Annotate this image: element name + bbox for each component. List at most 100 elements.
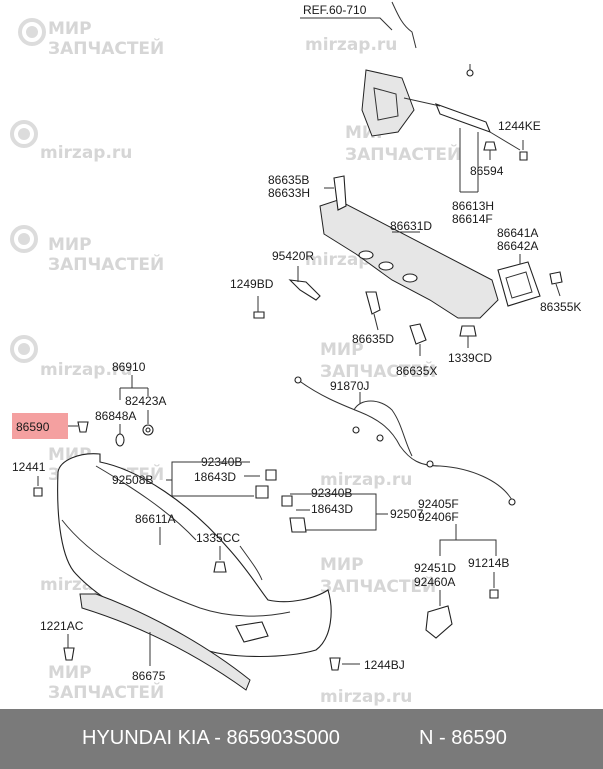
absorber-hole xyxy=(358,250,374,260)
bolt-1249BD-part xyxy=(253,311,265,319)
sensor-95420R-part xyxy=(288,279,321,301)
bumper-absorber-part xyxy=(319,199,499,319)
part-label-86355K[interactable]: 86355K xyxy=(540,300,581,314)
part-label-86675[interactable]: 86675 xyxy=(132,669,166,683)
nut-1339CD-part xyxy=(459,325,477,337)
harness-connector xyxy=(376,434,384,442)
part-label-1221AC[interactable]: 1221AC xyxy=(40,619,84,633)
harness-connector xyxy=(426,460,434,468)
part-label-86910[interactable]: 86910 xyxy=(112,360,146,374)
bulb-91214B-part xyxy=(489,589,499,599)
clip-1221AC-part xyxy=(63,647,75,661)
wiring-branch xyxy=(353,400,413,457)
absorber-hole xyxy=(402,273,418,283)
watermark-line2: ЗАПЧАСТЕЙ xyxy=(48,37,164,59)
part-label-1249BD[interactable]: 1249BD xyxy=(230,277,274,291)
part-label-95420R[interactable]: 95420R xyxy=(272,249,314,263)
part-label-18643D-b[interactable]: 18643D xyxy=(311,502,353,516)
part-label-86614F[interactable]: 86614F xyxy=(452,212,493,226)
part-label-18643D-a[interactable]: 18643D xyxy=(194,470,236,484)
watermark-line1: МИР xyxy=(48,663,92,683)
part-label-86635D[interactable]: 86635D xyxy=(352,332,394,346)
bracket-92508B xyxy=(166,461,260,497)
part-label-86590[interactable]: 86590 xyxy=(16,420,50,434)
bracket-92405F xyxy=(439,524,497,556)
part-label-86631D[interactable]: 86631D xyxy=(390,219,432,233)
screw-1244KE-part xyxy=(519,151,528,161)
part-label-1244KE[interactable]: 1244KE xyxy=(498,119,541,133)
watermark-line2: ЗАПЧАСТЕЙ xyxy=(48,681,164,703)
watermark-url: mirzap.ru xyxy=(305,35,397,55)
bumper-cover-edge xyxy=(239,545,263,581)
fender-bracket-detail xyxy=(373,87,399,121)
part-label-92507[interactable]: 92507 xyxy=(390,507,424,521)
parts-diagram: МИР ЗАПЧАСТЕЙ mirzap.ru mirzap.ru МИР ЗА… xyxy=(10,1,581,707)
watermark-logo-icon xyxy=(10,225,38,253)
bracket-clip-part xyxy=(466,69,474,77)
part-label-86594[interactable]: 86594 xyxy=(470,164,504,178)
watermark-line1: МИР xyxy=(48,235,92,255)
bracket-86635B-part xyxy=(333,175,347,211)
socket-18643D-a-part xyxy=(255,485,269,499)
part-label-86848A[interactable]: 86848A xyxy=(95,409,136,423)
watermark-line1: МИР xyxy=(320,340,364,360)
screw-86355K-part xyxy=(549,271,563,285)
part-label-86635X[interactable]: 86635X xyxy=(396,364,437,378)
washer-82423A-hole xyxy=(145,427,151,433)
part-label-92460A[interactable]: 92460A xyxy=(414,575,455,589)
bracket-86635D-part xyxy=(365,291,381,315)
screw-1244KE-path xyxy=(489,131,521,151)
part-label-1339CD[interactable]: 1339CD xyxy=(448,351,492,365)
part-label-86611A[interactable]: 86611A xyxy=(135,512,175,526)
part-label-92451D[interactable]: 92451D xyxy=(414,561,456,575)
part-label-86635B[interactable]: 86635B xyxy=(268,173,309,187)
leader-92451D xyxy=(439,572,495,606)
clip-86590-part xyxy=(77,421,89,433)
watermark-line2: ЗАПЧАСТЕЙ xyxy=(320,360,436,382)
part-label-92340B-b[interactable]: 92340B xyxy=(311,486,352,500)
watermark-line2: ЗАПЧАСТЕЙ xyxy=(345,143,461,165)
socket-18643D-b-part xyxy=(289,517,307,533)
leader-86848A xyxy=(119,410,149,434)
leader-86613H xyxy=(459,128,479,193)
fog-lamp-92451D-part xyxy=(425,605,453,639)
part-label-92508B[interactable]: 92508B xyxy=(112,473,153,487)
watermark-url: mirzap.ru xyxy=(320,470,412,490)
part-label-91214B[interactable]: 91214B xyxy=(468,556,509,570)
watermark-url: mirzap.ru xyxy=(320,687,412,707)
watermark-logo-icon xyxy=(18,18,46,46)
footer-bar: HYUNDAI KIA - 865903S000 N - 86590 xyxy=(0,709,603,769)
part-label-86641A[interactable]: 86641A xyxy=(497,226,538,240)
part-label-1335CC[interactable]: 1335CC xyxy=(196,531,240,545)
ref-label[interactable]: REF.60-710 xyxy=(303,3,367,17)
part-label-12441[interactable]: 12441 xyxy=(12,460,46,474)
harness-connector xyxy=(508,498,516,506)
part-label-92406F[interactable]: 92406F xyxy=(418,510,459,524)
part-label-92405F[interactable]: 92405F xyxy=(418,497,459,511)
screw-1244BJ-part xyxy=(329,657,341,671)
part-label-86642A[interactable]: 86642A xyxy=(497,239,538,253)
bracket-86910 xyxy=(119,375,149,400)
harness-connector xyxy=(352,426,360,434)
watermark-line1: МИР xyxy=(320,555,364,575)
clip-1335CC-part xyxy=(213,561,227,573)
watermark-logo-icon xyxy=(10,335,38,363)
part-label-91870J[interactable]: 91870J xyxy=(330,379,369,393)
watermark-url: mirzap.ru xyxy=(40,360,132,380)
fog-lamp-recess xyxy=(235,621,269,643)
screw-12441-part xyxy=(33,487,43,497)
bumper-cover-top xyxy=(95,465,197,541)
part-label-86633H[interactable]: 86633H xyxy=(268,186,310,200)
part-label-1244BJ[interactable]: 1244BJ xyxy=(364,658,405,672)
leader-86355K xyxy=(555,283,561,297)
bracket-92507 xyxy=(290,493,388,531)
watermark-line2: ЗАПЧАСТЕЙ xyxy=(320,575,436,597)
watermark-line2: ЗАПЧАСТЕЙ xyxy=(48,253,164,275)
reflector-86641A-part xyxy=(497,261,541,307)
bulb-92340B-a-part xyxy=(265,469,277,481)
leader-86635D xyxy=(373,313,379,331)
part-label-82423A[interactable]: 82423A xyxy=(125,394,166,408)
part-label-86613H[interactable]: 86613H xyxy=(452,199,494,213)
body-panel-outline xyxy=(391,1,417,49)
wiring-harness-part xyxy=(297,379,513,501)
